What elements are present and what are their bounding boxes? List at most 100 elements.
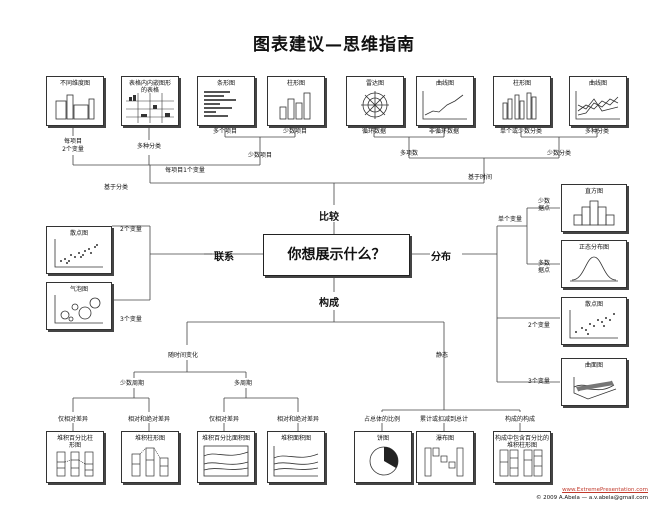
label-single-variable: 单个变量 xyxy=(498,216,523,223)
stacked-area-icon xyxy=(273,446,319,477)
chart-box-bar: 条形图 xyxy=(197,76,255,126)
stacked-100-column-icon xyxy=(56,451,94,477)
chart-title: 条形图 xyxy=(216,80,235,87)
bubble-chart-icon xyxy=(54,295,103,324)
chart-title: 堆积百分比柱形图 xyxy=(56,435,93,449)
chart-title: 表格内内嵌图形的表格 xyxy=(128,80,171,94)
chart-box-normal: 正态分布图 xyxy=(561,240,627,288)
label-sub-composition: 构成的构成 xyxy=(504,416,535,423)
chart-box-stacked-100-area: 堆积百分比面积图 xyxy=(197,431,255,483)
footer-url[interactable]: www.ExtremePresentation.com xyxy=(562,487,648,493)
label-static: 静态 xyxy=(436,352,449,359)
label-non-cyclic-data: 非循环数据 xyxy=(428,128,459,135)
bar-chart-icon xyxy=(204,91,236,117)
chart-box-line: 曲线图 xyxy=(416,76,474,126)
stacked-100-area-icon xyxy=(203,445,249,477)
section-compare: 比较 xyxy=(319,212,339,223)
label-accumulation: 累计或扣减到总计 xyxy=(419,416,468,423)
label-many-periods-2: 多周期 xyxy=(234,380,253,387)
label-relative-only-1: 仅相对差异 xyxy=(57,416,88,423)
scatter-chart-icon xyxy=(569,310,618,339)
label-two-variables: 2个变量 xyxy=(62,146,84,153)
center-question: 你想展示什么？ xyxy=(263,234,410,276)
label-few-items-2: 少数项目 xyxy=(247,152,272,159)
normal-distribution-icon xyxy=(570,256,618,282)
chart-box-variable-width: 不同维度图 xyxy=(46,76,104,126)
chart-title: 散点图 xyxy=(584,301,603,308)
label-few-points: 少数 据点 xyxy=(537,198,550,212)
multi-line-chart-icon xyxy=(575,91,620,120)
label-dist-three-vars: 3个变量 xyxy=(528,378,550,385)
radar-chart-icon xyxy=(361,91,389,119)
chart-title: 曲面图 xyxy=(584,362,603,369)
label-many-points: 多数 据点 xyxy=(537,260,550,274)
label-per-item-one-variable: 每项目1个变量 xyxy=(165,167,205,174)
label-per-item: 每项目 xyxy=(63,138,82,145)
chart-box-column-2: 柱形图 xyxy=(493,76,551,126)
pie-chart-icon xyxy=(369,446,399,476)
column-chart-icon xyxy=(502,92,537,120)
stacked-column-icon xyxy=(131,447,169,477)
chart-title: 饼图 xyxy=(376,435,389,442)
chart-title: 柱形图 xyxy=(286,80,305,87)
chart-title: 堆积百分比面积图 xyxy=(201,435,250,442)
chart-box-stacked-column: 堆积柱形图 xyxy=(121,431,179,483)
chart-box-scatter-2: 散点图 xyxy=(561,297,627,345)
label-by-time: 基于时间 xyxy=(467,174,492,181)
label-by-category: 基于分类 xyxy=(103,184,128,191)
label-relation-three-vars: 3个变量 xyxy=(120,316,142,323)
chart-title: 气泡图 xyxy=(69,286,88,293)
chart-box-waterfall: 瀑布图 xyxy=(416,431,474,483)
chart-title: 散点图 xyxy=(69,230,88,237)
variable-width-chart-icon xyxy=(55,94,95,120)
chart-title: 曲线图 xyxy=(588,80,607,87)
page-title: 图表建议—思维指南 xyxy=(253,35,415,55)
chart-title: 不同维度图 xyxy=(59,80,90,87)
label-relative-only-2: 仅相对差异 xyxy=(208,416,239,423)
chart-title: 柱形图 xyxy=(512,80,531,87)
chart-box-radar: 雷达图 xyxy=(346,76,404,126)
line-chart-icon xyxy=(422,91,467,120)
chart-box-table-embedded: 表格内内嵌图形的表格 xyxy=(121,76,179,126)
chart-box-surface: 曲面图 xyxy=(561,358,627,406)
chart-box-pie: 饼图 xyxy=(354,431,412,483)
scatter-chart-icon xyxy=(54,239,103,268)
label-many-periods: 多项数 xyxy=(399,150,418,157)
chart-box-multi-line: 曲线图 xyxy=(569,76,627,126)
chart-title: 堆积面积图 xyxy=(280,435,311,442)
label-share-of-total: 占总体的比例 xyxy=(363,416,400,423)
sub-composition-chart-icon xyxy=(499,449,543,477)
label-many-items: 多个项目 xyxy=(212,128,237,135)
chart-box-stacked-100-with-sub: 构成中包含百分比的堆积柱形图 xyxy=(493,431,551,483)
label-relation-two-vars: 2个变量 xyxy=(120,226,142,233)
label-cyclic-data: 循环数据 xyxy=(361,128,386,135)
label-few-periods: 少数周期 xyxy=(120,380,145,387)
chart-title: 瀑布图 xyxy=(435,435,454,442)
label-many-categories-2: 多种分类 xyxy=(584,128,609,135)
chart-box-scatter: 散点图 xyxy=(46,226,112,274)
section-distribution: 分布 xyxy=(431,252,451,263)
label-relative-absolute-2: 相对和绝对差异 xyxy=(276,416,319,423)
waterfall-chart-icon xyxy=(424,447,464,477)
chart-title: 曲线图 xyxy=(435,80,454,87)
table-chart-icon xyxy=(126,93,174,123)
histogram-icon xyxy=(573,200,615,226)
chart-title: 直方图 xyxy=(584,188,603,195)
chart-title: 正态分布图 xyxy=(578,244,609,251)
chart-title: 堆积柱形图 xyxy=(134,435,165,442)
label-relative-absolute-1: 相对和绝对差异 xyxy=(127,416,170,423)
section-composition: 构成 xyxy=(319,298,339,309)
label-change-over-time: 随时间变化 xyxy=(168,352,199,359)
chart-box-stacked-100-column: 堆积百分比柱形图 xyxy=(46,431,104,483)
label-many-categories: 多种分类 xyxy=(136,143,161,150)
label-few-items: 少数项目 xyxy=(282,128,307,135)
chart-title: 雷达图 xyxy=(365,80,384,87)
chart-box-histogram: 直方图 xyxy=(561,184,627,232)
chart-box-bubble: 气泡图 xyxy=(46,282,112,330)
section-relation: 联系 xyxy=(214,252,234,263)
label-few-categories: 少数分类 xyxy=(546,150,571,157)
label-single-few-categories: 单个或少数分类 xyxy=(499,128,542,135)
surface-chart-icon xyxy=(573,377,617,400)
chart-title: 构成中包含百分比的堆积柱形图 xyxy=(494,435,549,449)
